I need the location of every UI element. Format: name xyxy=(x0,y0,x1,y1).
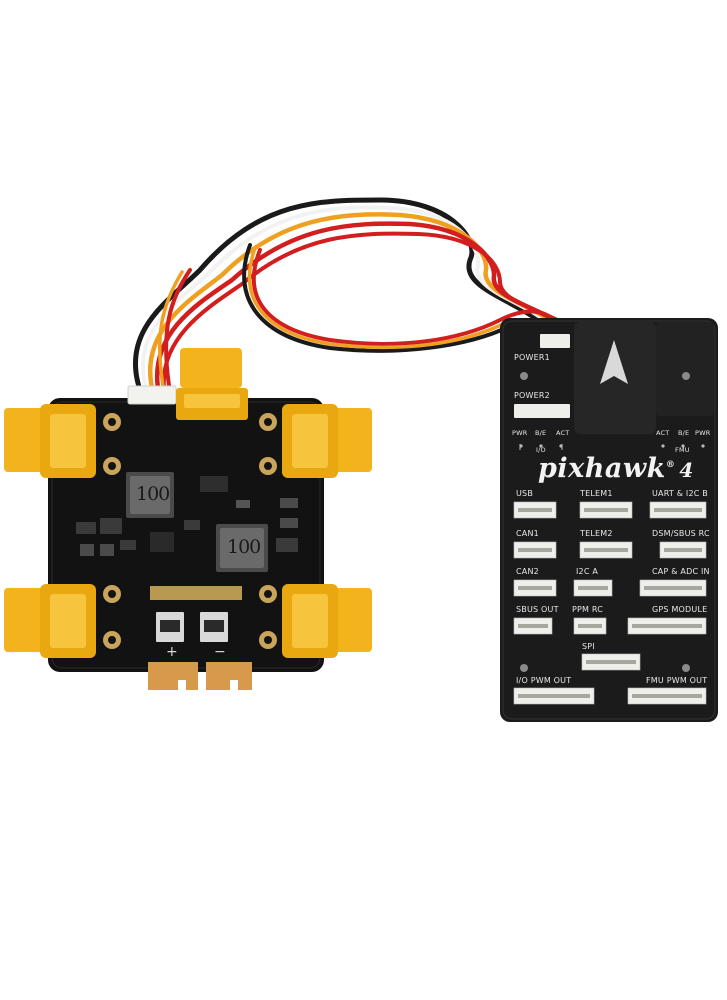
port-label-gps-module: GPS MODULE xyxy=(652,605,708,614)
port-label-fmu-pwm-out: FMU PWM OUT xyxy=(646,676,708,685)
led-label-io-act: ACT xyxy=(556,429,570,437)
led-group-fmu: FMU xyxy=(675,446,690,454)
cable-bundle xyxy=(132,197,576,394)
led-label-fmu-pwr: PWR xyxy=(695,429,711,437)
inductor-right xyxy=(216,524,268,572)
port-label-can1: CAN1 xyxy=(516,529,539,538)
power-module-board xyxy=(4,348,372,690)
port-label-can2: CAN2 xyxy=(516,567,539,576)
led-label-io-pwr: PWR xyxy=(512,429,528,437)
arrow-icon xyxy=(600,340,628,384)
port-label-spi: SPI xyxy=(582,642,595,651)
port-label-power1: POWER1 xyxy=(514,353,550,362)
inductor-left xyxy=(126,472,174,518)
inductor-left-label: 100 xyxy=(136,483,170,505)
pcb-jst-connector xyxy=(127,385,177,405)
pcb-plus-mark: + xyxy=(166,644,178,660)
xt60-output-bottom-left xyxy=(4,584,96,658)
gold-pads xyxy=(150,586,242,642)
battery-solder-pads xyxy=(148,662,252,690)
port-label-sbus-out: SBUS OUT xyxy=(516,605,559,614)
xt60-input-connector xyxy=(176,348,248,420)
brand-registered: ® xyxy=(665,460,676,470)
port-label-i2c-a: I2C A xyxy=(576,567,599,576)
port-label-cap-adc-in: CAP & ADC IN xyxy=(652,567,710,576)
pcb-minus-mark: − xyxy=(214,644,226,660)
port-label-telem1: TELEM1 xyxy=(580,489,613,498)
led-group-io: I/O xyxy=(536,446,546,454)
xt60-output-top-left xyxy=(4,404,96,478)
port-label-telem2: TELEM2 xyxy=(580,529,613,538)
port-label-ppm-rc: PPM RC xyxy=(572,605,604,614)
led-label-fmu-be: B/E xyxy=(678,429,690,437)
port-label-dsm-sbus-rc: DSM/SBUS RC xyxy=(652,529,710,538)
port-label-io-pwm-out: I/O PWM OUT xyxy=(516,676,572,685)
port-label-uart-i2c-b: UART & I2C B xyxy=(652,489,708,498)
smd-components xyxy=(76,476,298,556)
xt60-output-top-right xyxy=(282,404,372,478)
port-label-usb: USB xyxy=(516,489,534,498)
pixhawk-flight-controller xyxy=(500,318,718,722)
brand-version: 4 xyxy=(679,458,694,482)
led-label-io-be: B/E xyxy=(535,429,547,437)
port-label-power2: POWER2 xyxy=(514,391,550,400)
xt60-output-bottom-right xyxy=(282,584,372,658)
led-label-fmu-act: ACT xyxy=(656,429,670,437)
inductor-right-label: 100 xyxy=(227,536,261,558)
brand-logo: pixhawk®4 xyxy=(538,453,694,484)
brand-name: pixhawk xyxy=(538,453,666,484)
